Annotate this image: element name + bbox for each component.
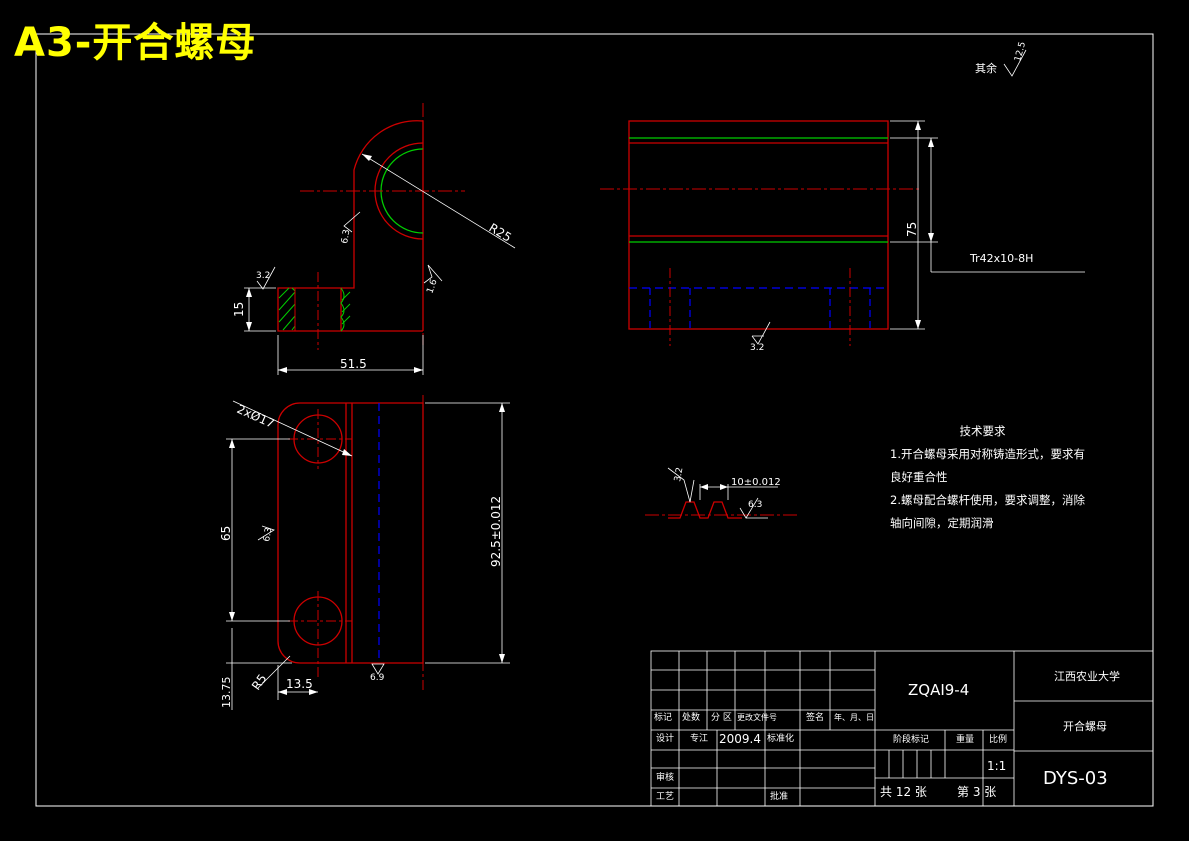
title-block-grid (650, 650, 1154, 807)
side-roughness-2: 6.3 (340, 229, 352, 245)
front-dimensions (890, 120, 1085, 330)
front-dim-height: 75 (905, 222, 919, 237)
tech-req-item-2: 2.螺母配合螺杆使用，要求调整，消除轴向间隙，定期润滑 (890, 493, 1085, 530)
bottom-roughness-symbol-1 (257, 525, 275, 541)
bottom-roughness-symbol-2 (371, 663, 385, 675)
length-dim: 92.5±0.012 (489, 496, 503, 567)
tech-req-item-1: 1.开合螺母采用对称铸造形式，要求有良好重合性 (890, 447, 1085, 484)
front-hole-centerlines (669, 268, 851, 346)
tb-date: 2009.4 (719, 732, 761, 746)
detail-view: 10±0.012 3.2 6.3 (645, 467, 800, 519)
bottom-centerlines (288, 395, 424, 690)
tb-designer: 专江 (690, 734, 709, 744)
front-arrowheads (915, 121, 934, 329)
tb-header-count: 处数 (682, 713, 701, 723)
side-dim-width: 51.5 (340, 357, 367, 371)
side-view: 51.5 15 R25 3.2 6.3 1.6 (232, 103, 516, 375)
bottom-view: 2xØ17 65 92.5±0.012 13.75 13.5 R5 6.3 6.… (219, 395, 510, 710)
hole-spacing-dim: 65 (219, 526, 233, 541)
tb-header-change-doc: 更改文件号 (737, 713, 777, 722)
front-roughness-symbol (751, 321, 771, 345)
side-dim-height: 15 (232, 302, 246, 317)
side-arrowheads (246, 154, 423, 373)
tb-design-label: 设计 (656, 734, 675, 744)
roughness-note-label: 其余 (975, 61, 997, 75)
tb-part-name: 开合螺母 (1063, 720, 1107, 733)
tb-header-mark: 标记 (654, 713, 673, 723)
front-roughness: 3.2 (750, 343, 764, 353)
tb-drawing-code: ZQAI9-4 (908, 681, 970, 699)
side-hatch (278, 287, 351, 331)
roughness-note: 其余 12.5 (975, 41, 1028, 77)
detail-dimensions (667, 467, 778, 519)
corner-radius: R5 (249, 672, 270, 693)
tech-req-heading: 技术要求 (959, 424, 1006, 438)
drawing-title: A3-开合螺母 (14, 20, 257, 66)
tb-school: 江西农业大学 (1054, 670, 1120, 683)
technical-requirements: 技术要求 1.开合螺母采用对称铸造形式，要求有良好重合性 2.螺母配合螺杆使用，… (890, 420, 1095, 535)
holes-label: 2xØ17 (235, 402, 277, 431)
tb-header-sign: 签名 (806, 713, 825, 723)
detail-slot-dim: 10±0.012 (731, 477, 781, 488)
side-view-outline (277, 120, 424, 332)
offset-dim: 13.75 (220, 677, 233, 709)
detail-arrowheads (700, 484, 728, 490)
drawing-border (35, 33, 1154, 807)
tb-header-date: 年、月、日 (834, 713, 874, 722)
front-view-outline (628, 120, 889, 330)
tb-header-zone: 分 区 (711, 713, 732, 723)
side-dimensions (244, 153, 516, 375)
tb-review-label: 审核 (656, 773, 675, 783)
side-roughness-symbols (256, 211, 443, 290)
side-roughness-3: 1.6 (425, 278, 439, 295)
thread-spec: Tr42x10-8H (969, 252, 1033, 265)
hole-x-dim: 13.5 (286, 677, 313, 691)
tb-standard-label: 标准化 (767, 734, 795, 744)
tb-scale: 1:1 (987, 759, 1007, 773)
tb-stage-label: 阶段标记 (893, 735, 930, 745)
tb-total-sheets: 共 12 张 (880, 785, 927, 799)
bottom-roughness-1: 6.3 (262, 527, 274, 543)
side-break-line (340, 287, 345, 332)
tb-weight-label: 重量 (956, 735, 975, 745)
bottom-arrowheads (229, 403, 505, 695)
bottom-view-outline (277, 402, 424, 664)
roughness-note-symbol (1003, 49, 1027, 77)
side-radius-label: R25 (486, 221, 513, 245)
front-hidden-holes (649, 288, 871, 329)
tb-sheet-no: 第 3 张 (957, 785, 997, 799)
detail-thread-profile (668, 501, 742, 519)
detail-roughness-2: 6.3 (748, 500, 762, 510)
front-view: 75 Tr42x10-8H 3.2 (600, 120, 1085, 353)
tb-scale-label: 比例 (989, 735, 1008, 745)
tb-approve-label: 批准 (770, 792, 789, 802)
bottom-dimensions (226, 400, 510, 710)
tb-process-label: 工艺 (656, 792, 675, 802)
tb-drawing-number: DYS-03 (1043, 768, 1108, 789)
detail-roughness-1: 3.2 (673, 467, 685, 483)
roughness-note-value: 12.5 (1013, 41, 1028, 63)
side-roughness-1: 3.2 (256, 271, 270, 281)
bottom-roughness-2: 6.9 (370, 673, 385, 683)
